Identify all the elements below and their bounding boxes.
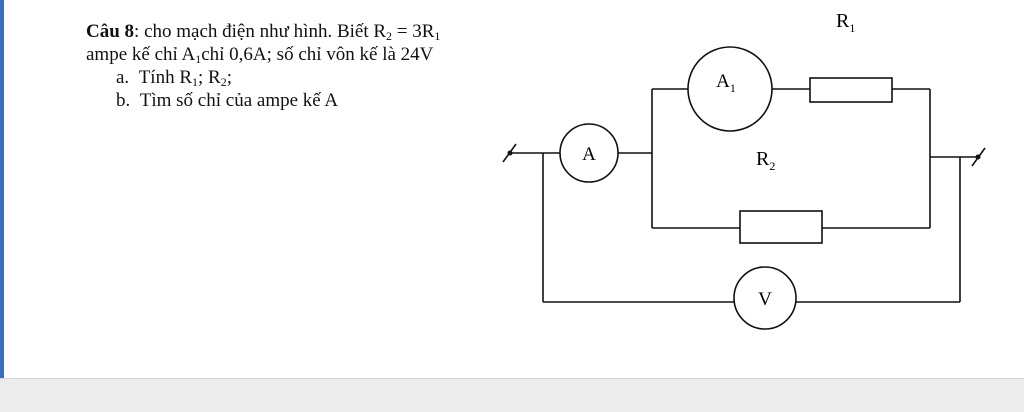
ammeter-branch-sub: 1 [730, 81, 736, 95]
r1-sub: 1 [849, 21, 855, 35]
question-item-a: a. Tính R1; R2; [86, 66, 556, 89]
item-a-mid: ; R [198, 67, 221, 88]
item-b-text: Tìm số chỉ của ampe kế A [139, 90, 339, 111]
question-label: Câu 8 [86, 21, 135, 42]
item-b-prefix: b. [116, 90, 131, 111]
voltmeter [733, 266, 797, 330]
line2-part-b: chỉ 0,6A; số chỉ vôn kế là 24V [201, 44, 434, 65]
r2-sub: 2 [769, 159, 775, 173]
line2-part-a: ampe kế chỉ A [86, 44, 196, 65]
ammeter-main [559, 123, 619, 183]
intro-equation: = 3R [392, 21, 435, 42]
item-a-sub-2: 2 [220, 75, 227, 89]
question-item-b: b. Tìm số chỉ của ampe kế A [86, 89, 556, 112]
ammeter-main-label: A [582, 144, 596, 165]
resistor-r1 [809, 77, 893, 103]
right-terminal-dot [975, 154, 981, 160]
r2-label: R2 [756, 148, 775, 173]
item-a-end: ; [226, 67, 232, 88]
problem-line-1: Câu 8: cho mạch điện như hình. Biết R2 =… [86, 20, 556, 43]
problem-line-2: ampe kế chỉ A1chỉ 0,6A; số chỉ vôn kế là… [86, 43, 556, 66]
ammeter-branch-letter: A [716, 71, 730, 92]
intro-text: : cho mạch điện như hình. Biết R [134, 21, 387, 42]
problem-text: Câu 8: cho mạch điện như hình. Biết R2 =… [86, 20, 556, 112]
line2-sub: 1 [195, 52, 202, 66]
item-a-sub-1: 1 [192, 75, 198, 89]
ammeter-branch [687, 46, 773, 132]
left-terminal-dot [507, 150, 513, 156]
r2-letter: R [756, 148, 770, 170]
bottom-strip [0, 378, 1024, 412]
resistor-r2 [739, 210, 823, 244]
r1-letter: R [836, 10, 850, 32]
ammeter-branch-label: A1 [716, 71, 736, 95]
intro-sub-2: 1 [434, 29, 441, 43]
item-a-prefix: a. [116, 67, 130, 88]
r1-label: R1 [836, 10, 855, 35]
intro-sub-1: 2 [386, 29, 393, 43]
item-a-text: Tính R [138, 67, 192, 88]
voltmeter-label: V [758, 289, 772, 310]
window-left-border [0, 0, 4, 411]
